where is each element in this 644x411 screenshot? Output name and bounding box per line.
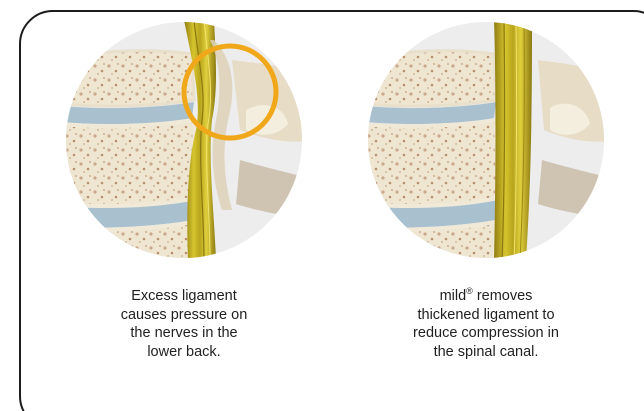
nerve-bundle	[494, 20, 532, 260]
vertebra-top	[366, 51, 496, 106]
vertebra-bottom	[64, 222, 194, 260]
vertebra-bottom	[366, 222, 496, 260]
caption-before: Excess ligament causes pressure on the n…	[54, 287, 314, 361]
vertebra-top	[64, 51, 194, 106]
caption-line: causes pressure on	[54, 306, 314, 325]
caption-line: the spinal canal.	[356, 343, 616, 362]
vertebra-middle	[64, 120, 196, 206]
registered-mark: ®	[466, 286, 473, 296]
caption-line: mild® removes	[356, 287, 616, 306]
caption-line: the nerves in the	[54, 324, 314, 343]
vertebra-middle	[366, 120, 498, 206]
caption-line: lower back.	[54, 343, 314, 362]
caption-after: mild® removes thickened ligament to redu…	[356, 287, 616, 361]
spine-cross-section-illustration-before	[64, 20, 304, 260]
spine-cross-section-illustration-after	[366, 20, 606, 260]
caption-word: removes	[477, 288, 533, 304]
caption-line: reduce compression in	[356, 324, 616, 343]
caption-line: thickened ligament to	[356, 306, 616, 325]
brand-name: mild	[440, 288, 467, 304]
caption-line: Excess ligament	[54, 287, 314, 306]
